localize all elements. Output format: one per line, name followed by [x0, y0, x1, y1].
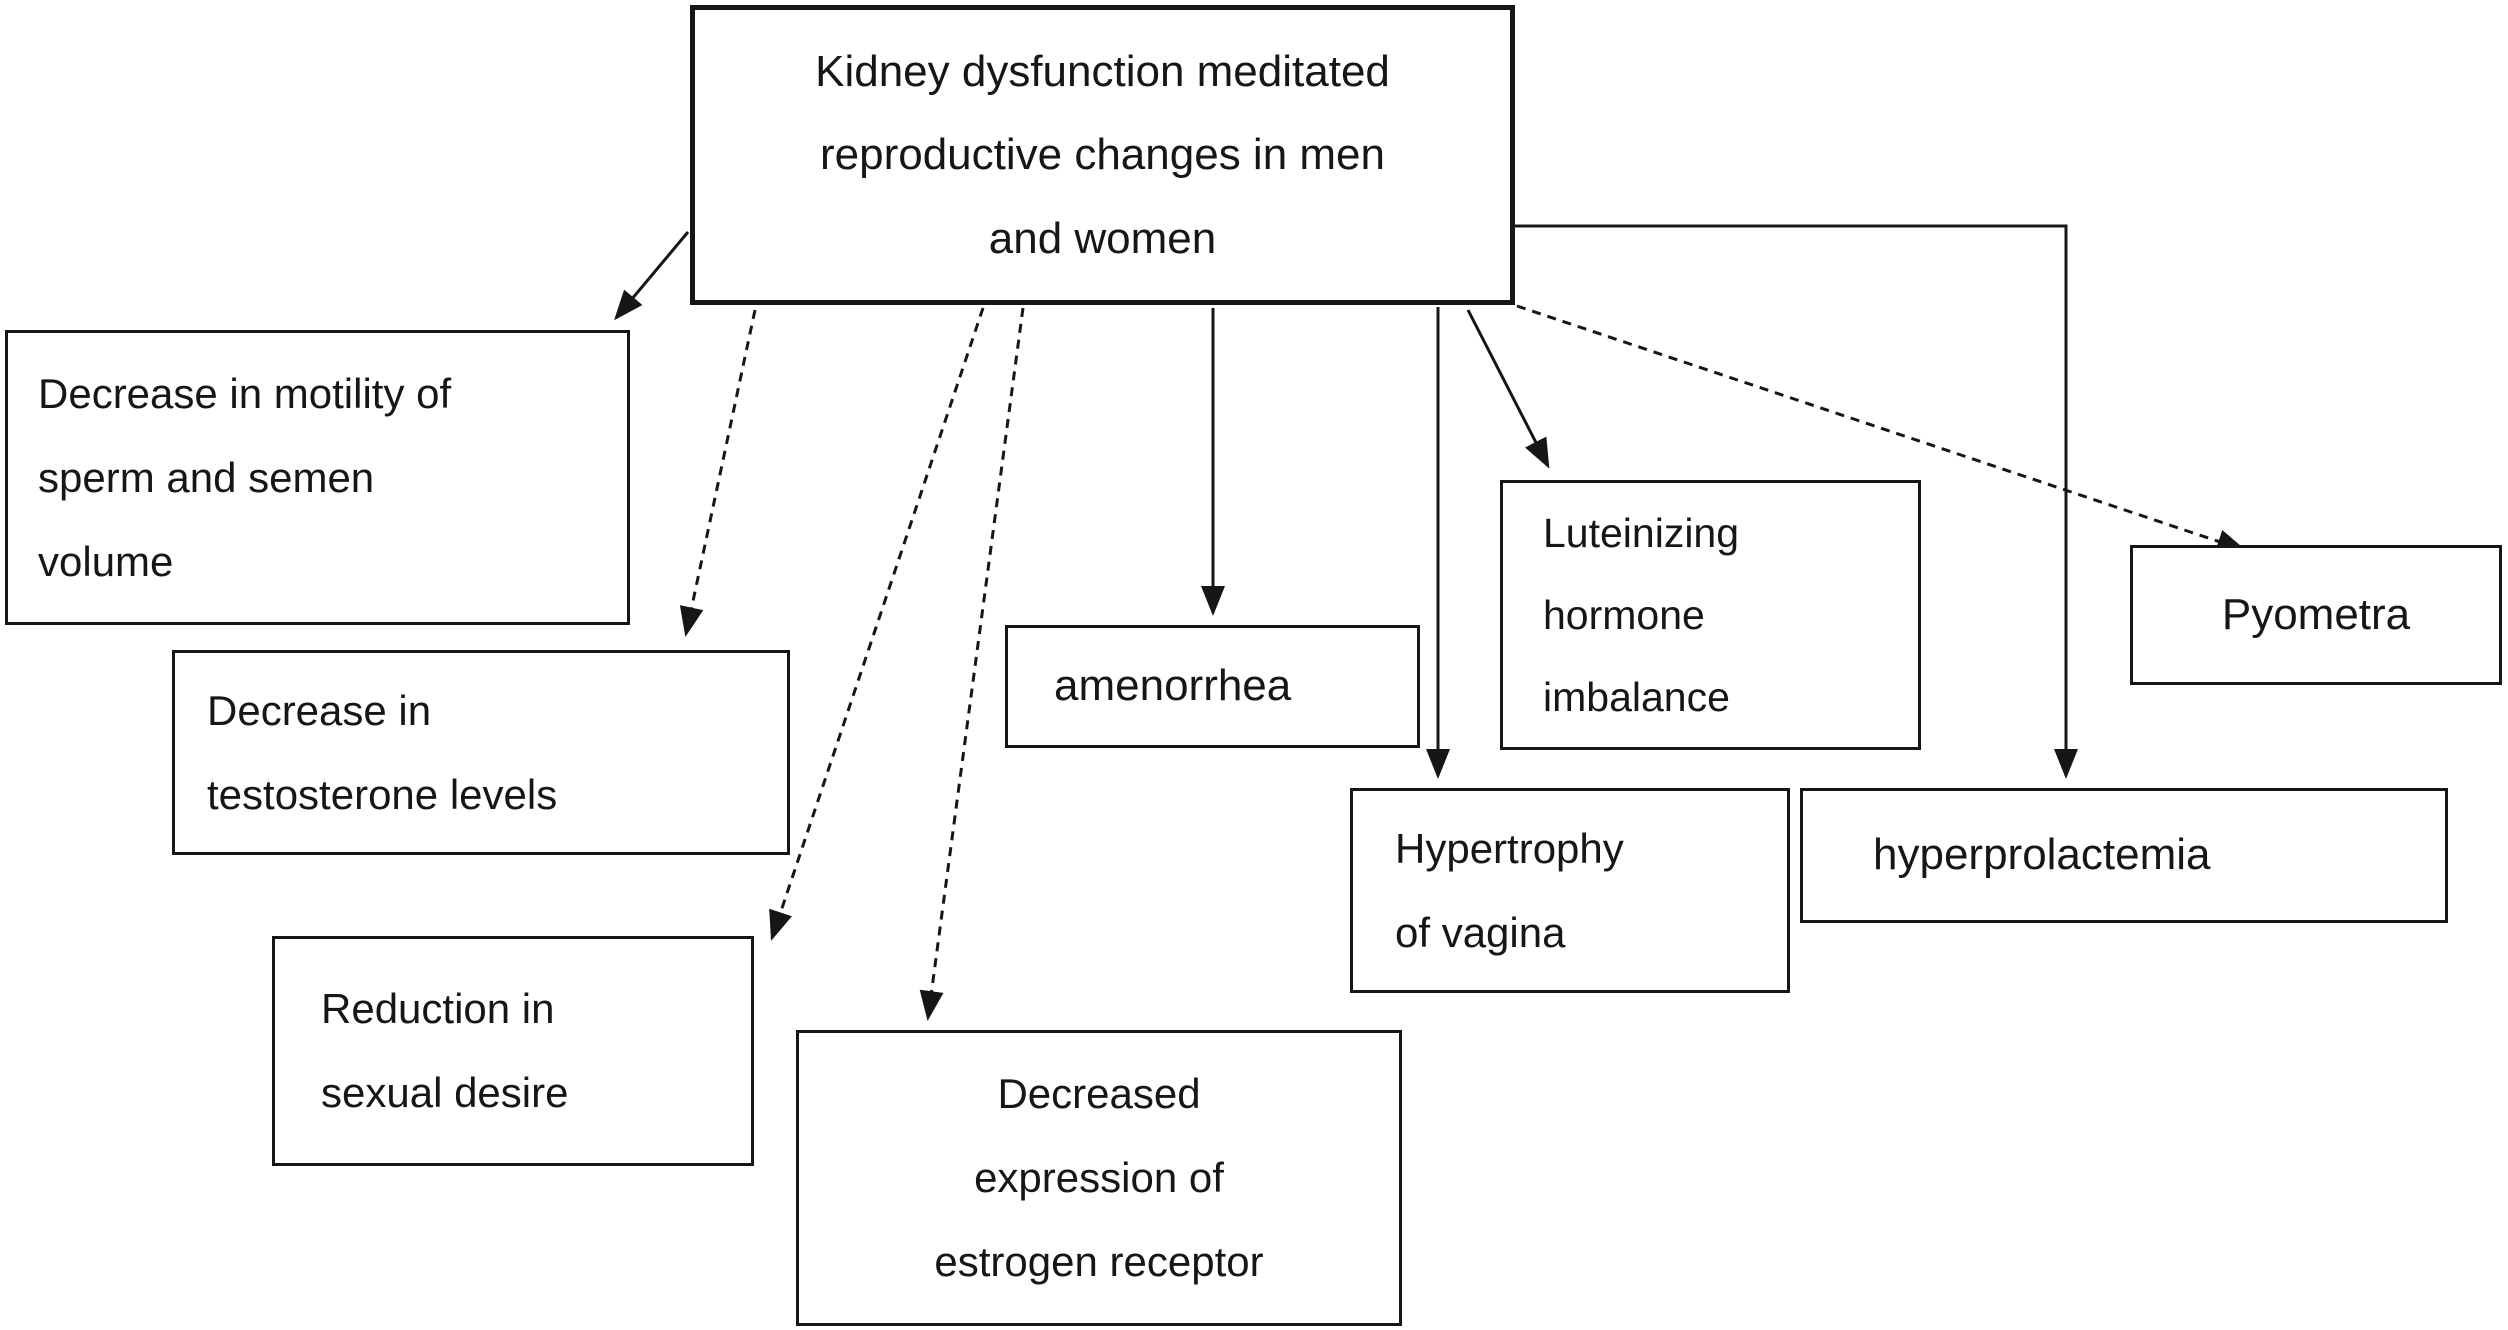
- node-sexual-desire-label: Reduction in sexual desire: [321, 985, 569, 1116]
- node-hyperprolactemia: hyperprolactemia: [1800, 788, 2448, 923]
- arrow-to-luteinizing: [1466, 309, 1550, 469]
- node-pyometra: Pyometra: [2130, 545, 2502, 685]
- arrow-to-testosterone: [679, 309, 757, 637]
- node-kidney-dysfunction-title: Kidney dysfunction meditated reproductiv…: [690, 5, 1515, 305]
- node-sperm-motility-label: Decrease in motility of sperm and semen …: [38, 369, 452, 585]
- node-kidney-dysfunction-label: Kidney dysfunction meditated reproductiv…: [815, 46, 1390, 263]
- node-sperm-motility: Decrease in motility of sperm and semen …: [5, 330, 630, 625]
- node-estrogen-receptor-label: Decreased expression of estrogen recepto…: [934, 1070, 1264, 1285]
- node-pyometra-label: Pyometra: [2221, 589, 2411, 639]
- node-amenorrhea-label: amenorrhea: [1054, 661, 1292, 711]
- node-luteinizing-hormone-label: Luteinizing hormone imbalance: [1543, 510, 1740, 720]
- node-estrogen-receptor: Decreased expression of estrogen recepto…: [796, 1030, 1402, 1326]
- node-hyperprolactemia-label: hyperprolactemia: [1873, 830, 2211, 880]
- arrow-to-sexual-desire: [769, 307, 985, 941]
- node-sexual-desire: Reduction in sexual desire: [272, 936, 754, 1166]
- node-vaginal-hypertrophy-label: Hypertrophy of vagina: [1395, 824, 1624, 956]
- node-amenorrhea: amenorrhea: [1005, 625, 1420, 748]
- arrow-to-sperm-motility: [614, 231, 690, 321]
- node-testosterone-label: Decrease in testosterone levels: [207, 686, 558, 818]
- node-testosterone: Decrease in testosterone levels: [172, 650, 790, 855]
- arrow-to-hyperprolactemia: [1515, 224, 2078, 779]
- node-luteinizing-hormone: Luteinizing hormone imbalance: [1500, 480, 1921, 750]
- arrow-to-estrogen-receptor: [919, 307, 1025, 1021]
- node-vaginal-hypertrophy: Hypertrophy of vagina: [1350, 788, 1790, 993]
